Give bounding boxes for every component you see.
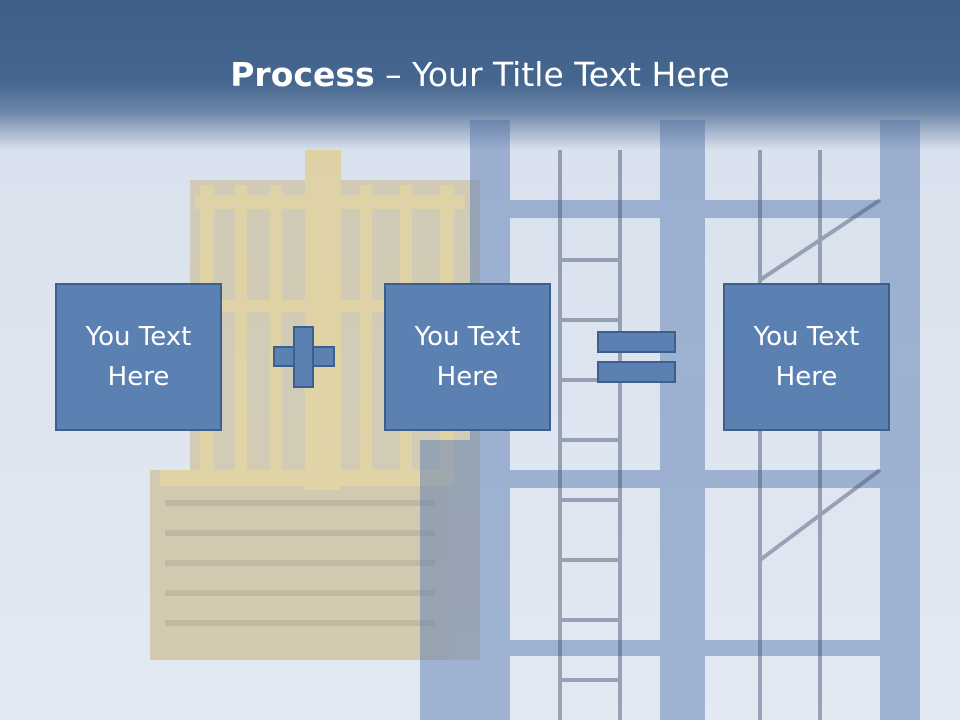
equals-top-bar <box>597 331 676 353</box>
process-box-3-text: You Text Here <box>742 317 872 397</box>
process-box-1-line2: Here <box>107 362 170 392</box>
slide-title: Process – Your Title Text Here <box>0 50 960 100</box>
process-box-1-line1: You Text <box>85 322 192 352</box>
process-box-2-text: You Text Here <box>403 317 533 397</box>
title-bar <box>0 0 960 150</box>
process-box-2-line2: Here <box>436 362 499 392</box>
title-separator: – <box>374 55 413 94</box>
process-box-2-line1: You Text <box>414 322 521 352</box>
equals-icon <box>597 331 676 383</box>
plus-center <box>295 348 312 365</box>
process-box-3-line1: You Text <box>753 322 860 352</box>
title-rest: Your Title Text Here <box>412 55 730 94</box>
process-box-3[interactable]: You Text Here <box>723 283 890 431</box>
equals-bottom-bar <box>597 361 676 383</box>
process-box-1-text: You Text Here <box>74 317 204 397</box>
process-box-1[interactable]: You Text Here <box>55 283 222 431</box>
process-box-2[interactable]: You Text Here <box>384 283 551 431</box>
process-box-3-line2: Here <box>775 362 838 392</box>
plus-icon <box>273 326 335 388</box>
title-bold: Process <box>230 55 375 94</box>
